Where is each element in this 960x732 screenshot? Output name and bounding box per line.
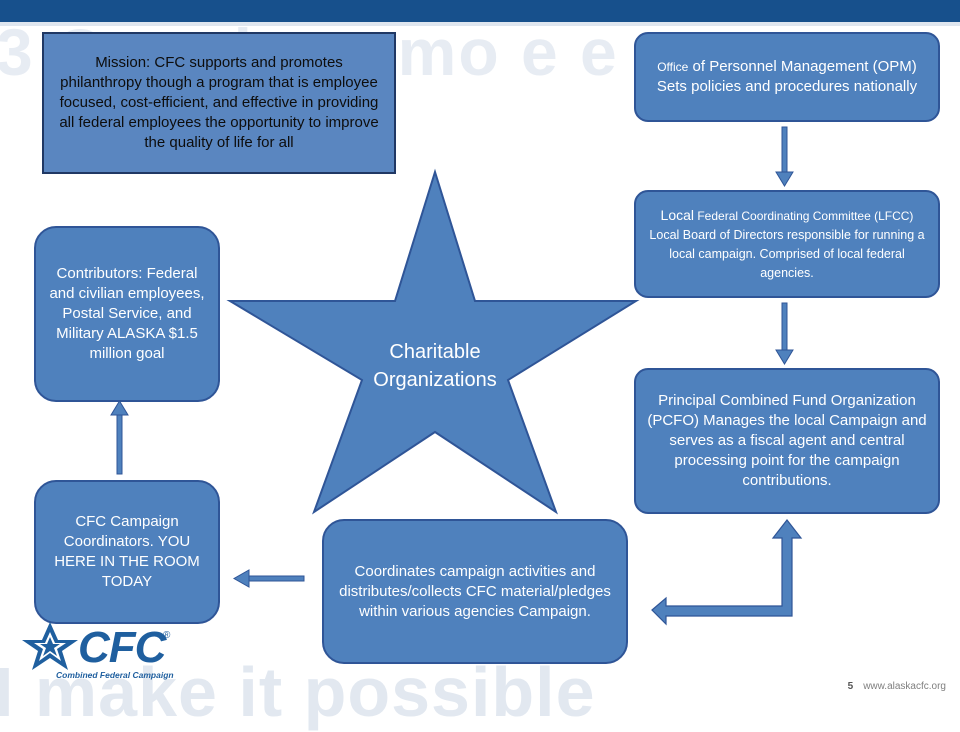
pcfo-text: Principal Combined Fund Organization (PC… bbox=[647, 392, 927, 489]
coordinates-box: Coordinates campaign activities and dist… bbox=[322, 519, 628, 664]
star-label: Charitable Organizations bbox=[373, 341, 497, 391]
lfcc-prefix: Local bbox=[660, 207, 695, 223]
header-bar bbox=[0, 0, 960, 22]
pcfo-box: Principal Combined Fund Organization (PC… bbox=[634, 368, 940, 514]
arrow-campaign-coordinators-to-contributors bbox=[110, 400, 129, 475]
lfcc-box: Local Federal Coordinating Committee (LF… bbox=[634, 190, 940, 298]
arrow-opm-to-lfcc bbox=[775, 126, 794, 187]
footer-url[interactable]: www.alaskacfc.org bbox=[863, 681, 946, 692]
arrow-coordinates-to-campaign-coordinators bbox=[232, 569, 305, 588]
lfcc-description: Local Board of Directors responsible for… bbox=[649, 228, 925, 280]
opm-prefix: Office bbox=[657, 60, 689, 74]
cfc-logo-subtitle: Combined Federal Campaign bbox=[56, 670, 174, 680]
campaign-coordinators-box: CFC Campaign Coordinators. YOU HERE IN T… bbox=[34, 480, 220, 624]
contributors-text: Contributors: Federal and civilian emplo… bbox=[49, 265, 205, 362]
opm-title: of Personnel Management (OPM) bbox=[688, 58, 917, 75]
arrow-lfcc-to-pcfo bbox=[775, 302, 794, 365]
page-number: 5 bbox=[847, 681, 854, 692]
arrow-coordinates-pcfo bbox=[651, 519, 803, 626]
watermark-bottom: I make it possible bbox=[0, 653, 596, 731]
mission-text: Mission: CFC supports and promotes phila… bbox=[59, 54, 379, 151]
coordinates-text: Coordinates campaign activities and dist… bbox=[339, 562, 611, 620]
cfc-logo-registered: ® bbox=[163, 630, 171, 641]
lfcc-title: Federal Coordinating Committee (LFCC) bbox=[694, 209, 914, 223]
header-bar-accent bbox=[0, 22, 960, 26]
opm-description: Sets policies and procedures nationally bbox=[656, 78, 918, 95]
opm-box: Office of Personnel Management (OPM) Set… bbox=[634, 32, 940, 122]
cfc-logo bbox=[22, 622, 78, 670]
mission-box: Mission: CFC supports and promotes phila… bbox=[42, 32, 396, 174]
contributors-box: Contributors: Federal and civilian emplo… bbox=[34, 226, 220, 402]
footer: 5 www.alaskacfc.org bbox=[848, 681, 946, 692]
campaign-coordinators-text: CFC Campaign Coordinators. YOU HERE IN T… bbox=[54, 513, 200, 590]
cfc-logo-text: CFC bbox=[78, 623, 166, 672]
